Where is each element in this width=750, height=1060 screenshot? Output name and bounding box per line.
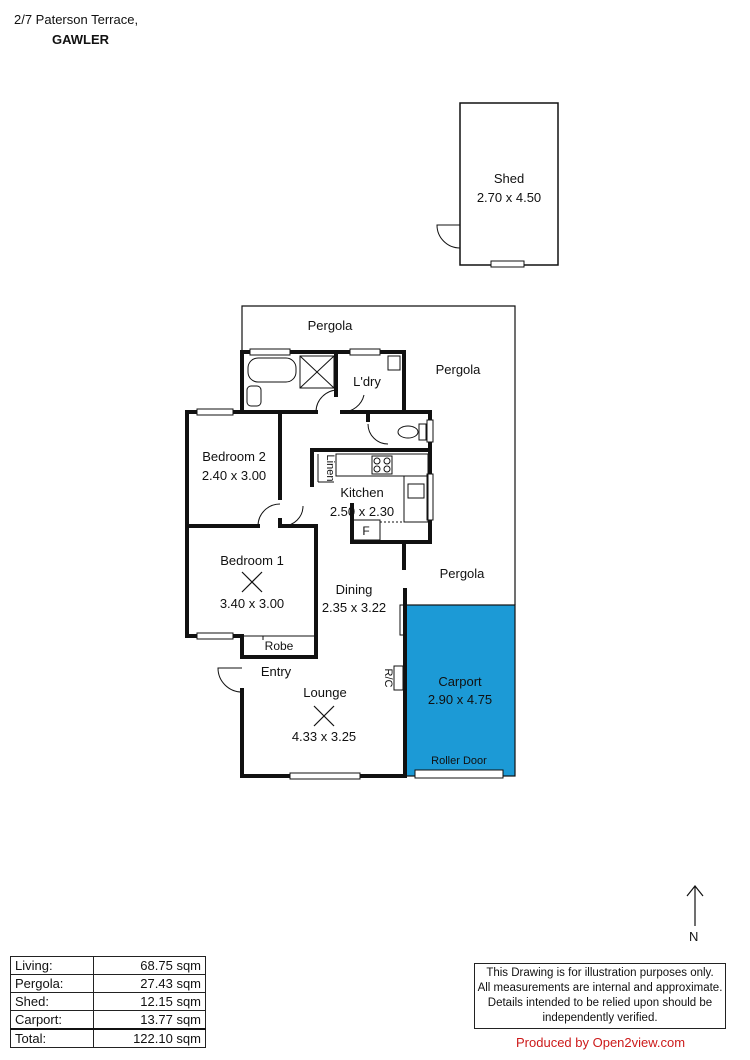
kitchen-label: Kitchen bbox=[340, 485, 383, 500]
lounge-dims: 4.33 x 3.25 bbox=[292, 729, 356, 744]
shed-label: Shed bbox=[494, 171, 524, 186]
fixtures bbox=[241, 355, 429, 691]
laundry-label: L'dry bbox=[353, 374, 381, 389]
carport-dims: 2.90 x 4.75 bbox=[428, 692, 492, 707]
doors bbox=[217, 389, 389, 693]
table-row: Carport: 13.77 sqm bbox=[9, 1010, 206, 1030]
property-address: 2/7 Paterson Terrace, GAWLER bbox=[14, 10, 138, 50]
shed-dims: 2.70 x 4.50 bbox=[477, 190, 541, 205]
disclaimer-line: All measurements are internal and approx… bbox=[477, 982, 723, 994]
shed: Shed 2.70 x 4.50 bbox=[436, 102, 559, 268]
floor-plan: Shed 2.70 x 4.50 bbox=[185, 102, 559, 780]
north-arrow-icon bbox=[686, 885, 704, 926]
linen-label: Linen bbox=[324, 455, 336, 482]
bedroom2-label: Bedroom 2 bbox=[202, 449, 266, 464]
disclaimer-line: independently verified. bbox=[542, 1012, 658, 1024]
kitchen-dims: 2.50 x 2.30 bbox=[330, 504, 394, 519]
bedroom2-dims: 2.40 x 3.00 bbox=[202, 468, 266, 483]
table-row-total: Total: 122.10 sqm bbox=[9, 1028, 206, 1048]
producer-credit: Produced by Open2view.com bbox=[516, 1035, 686, 1050]
pergola-right-label: Pergola bbox=[436, 362, 482, 377]
area-label: Carport: bbox=[9, 1010, 95, 1030]
pergola-mid-label: Pergola bbox=[440, 566, 486, 581]
carport-label: Carport bbox=[438, 674, 482, 689]
windows bbox=[196, 348, 434, 780]
bedroom1-dims: 3.40 x 3.00 bbox=[220, 596, 284, 611]
area-label: Living: bbox=[9, 956, 95, 975]
address-suburb: GAWLER bbox=[52, 32, 110, 47]
area-value: 12.15 sqm bbox=[93, 992, 206, 1011]
area-label: Pergola: bbox=[9, 974, 95, 993]
address-street: 2/7 Paterson Terrace, bbox=[14, 12, 139, 27]
robe-label: Robe bbox=[265, 639, 294, 653]
bedroom1-label: Bedroom 1 bbox=[220, 553, 284, 568]
area-value: 68.75 sqm bbox=[93, 956, 206, 975]
entry-label: Entry bbox=[261, 664, 292, 679]
area-value: 122.10 sqm bbox=[93, 1028, 206, 1048]
disclaimer-line: This Drawing is for illustration purpose… bbox=[486, 967, 714, 979]
pergola-outline bbox=[241, 305, 516, 605]
north-label: N bbox=[689, 929, 699, 944]
room-labels: Pergola Pergola L'dry Bedroom 2 2.40 x 3… bbox=[202, 318, 492, 767]
roller-door-label: Roller Door bbox=[431, 755, 487, 767]
rc-label: R/C bbox=[382, 669, 394, 688]
ceiling-fan-icon bbox=[241, 571, 263, 593]
dining-label: Dining bbox=[336, 582, 373, 597]
fridge-label: F bbox=[362, 524, 369, 538]
dining-dims: 2.35 x 3.22 bbox=[322, 600, 386, 615]
area-value: 13.77 sqm bbox=[93, 1010, 206, 1030]
lounge-label: Lounge bbox=[303, 685, 346, 700]
table-row: Living: 68.75 sqm bbox=[9, 956, 206, 975]
area-value: 27.43 sqm bbox=[93, 974, 206, 993]
table-row: Pergola: 27.43 sqm bbox=[9, 974, 206, 993]
area-label: Shed: bbox=[9, 992, 95, 1011]
area-label: Total: bbox=[9, 1028, 95, 1048]
compass: N bbox=[683, 884, 707, 946]
ceiling-fan-icon bbox=[313, 705, 335, 727]
table-row: Shed: 12.15 sqm bbox=[9, 992, 206, 1011]
area-summary-table: Living: 68.75 sqm Pergola: 27.43 sqm She… bbox=[9, 956, 206, 1048]
pergola-top-label: Pergola bbox=[308, 318, 354, 333]
disclaimer-box: This Drawing is for illustration purpose… bbox=[474, 963, 726, 1029]
disclaimer-line: Details intended to be relied upon shoul… bbox=[487, 997, 713, 1009]
